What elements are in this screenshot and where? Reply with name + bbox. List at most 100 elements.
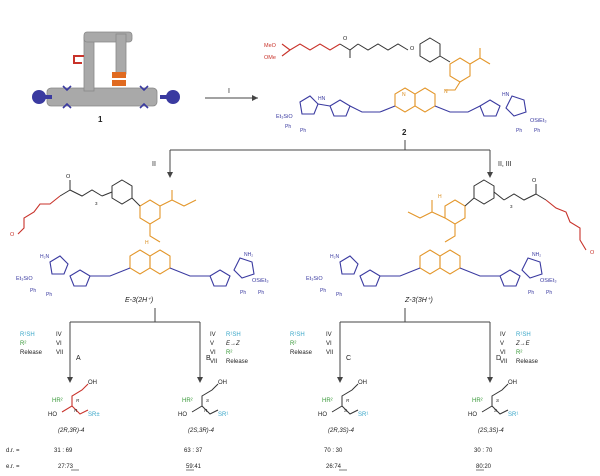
- er-product-1: 27:73: [58, 464, 74, 470]
- cond-D-2-text: Z→E: [515, 341, 531, 347]
- ome-label-2: OMe: [264, 55, 276, 61]
- product-2S3R: OH HO HR² SR¹ S R (2S,3R)-4: [178, 380, 228, 434]
- cond-C-3-text: Release: [290, 350, 313, 356]
- ether-o-2: O: [410, 46, 415, 52]
- hr2-product-3: HR²: [322, 398, 333, 404]
- sub-3-Z3: 3: [510, 204, 513, 209]
- osiet3-right-2: OSiEt₃: [530, 118, 547, 124]
- cond-A-3-text: Release: [20, 350, 43, 356]
- hr2-product-1: HR²: [52, 398, 63, 404]
- cond-C-1-num: IV: [326, 332, 332, 338]
- pathway-B-label: B: [206, 355, 211, 362]
- cond-C-2-text: R²: [290, 341, 296, 347]
- cond-B-1-text: R¹SH: [226, 332, 241, 338]
- product-2S3S: OH HO HR² SR¹ S S (2S,3S)-4: [468, 380, 518, 434]
- osiet3-E3: OSiEt₃: [252, 278, 269, 284]
- compound-2-structure: MeO OMe O O N N Et₃SiO OSiEt₃ Ph Ph Ph P…: [264, 36, 547, 134]
- pathway-C-label: C: [346, 355, 351, 362]
- cond-B-4-text: Release: [226, 359, 249, 365]
- cond-B-2-num: V: [210, 341, 214, 347]
- label-product-4: (2S,3S)-4: [478, 428, 504, 434]
- molecular-machine-cartoon: [32, 31, 180, 109]
- hn-right-2: HN: [502, 92, 510, 98]
- ho-product-2: HO: [178, 412, 187, 418]
- label-product-2: (2S,3R)-4: [188, 428, 215, 434]
- step-II-III-label: II, III: [498, 161, 512, 168]
- ho-product-4: HO: [468, 412, 477, 418]
- sr1-product-2: SR¹: [218, 412, 228, 418]
- product-2R3R: OH HO HR² SR± R R (2R,3R)-4: [48, 380, 100, 434]
- ho-product-1: HO: [48, 412, 57, 418]
- cond-B-3-text: R²: [226, 350, 232, 356]
- oh-product-1: OH: [88, 380, 97, 386]
- aldehyde-o-Z3: O: [590, 250, 595, 256]
- stereo-b-product-1: R: [74, 408, 78, 413]
- ph-b-Z3: Ph: [336, 292, 342, 298]
- cond-B-1-num: IV: [210, 332, 216, 338]
- step-I-label: I: [228, 88, 230, 95]
- conditions-D: IV R¹SH V Z→E VI R² VII Release: [500, 332, 539, 365]
- nh2-E3: NH₂: [244, 252, 253, 258]
- cond-A-2-text: R²: [20, 341, 26, 347]
- ph-right-a-2: Ph: [516, 128, 522, 134]
- h2n-Z3: H₂N: [330, 254, 340, 260]
- stereo-b-product-3: S: [344, 408, 347, 413]
- cond-B-2-text: E→Z: [226, 341, 240, 347]
- compound-Z3-label: Z-3(3H⁺): [404, 297, 433, 304]
- cond-D-3-num: VI: [500, 350, 506, 356]
- er-product-2: 59:41: [186, 464, 202, 470]
- ester-o-2: O: [343, 36, 348, 42]
- dr-product-4: 30 : 70: [474, 448, 493, 454]
- hr2-product-2: HR²: [182, 398, 193, 404]
- nh2-Z3: NH₂: [532, 252, 541, 258]
- compound-Z3-structure: O O 3 H H₂N NH₂ Et₃SiO OSiEt₃ Ph Ph Ph P…: [306, 178, 595, 298]
- sr1-product-3: SR¹: [358, 412, 368, 418]
- compound-2-label: 2: [402, 128, 407, 137]
- cond-D-1-num: IV: [500, 332, 506, 338]
- machine-number: 1: [98, 115, 103, 124]
- ph-c-Z3: Ph: [528, 290, 534, 296]
- cond-B-3-num: VI: [210, 350, 216, 356]
- label-product-1: (2R,3R)-4: [58, 428, 85, 434]
- core-n-2: N: [402, 92, 406, 98]
- cond-D-4-num: VII: [500, 359, 508, 365]
- cond-A-1-text: R¹SH: [20, 332, 35, 338]
- cond-D-2-num: V: [500, 341, 504, 347]
- ph-d-Z3: Ph: [546, 290, 552, 296]
- et3sio-E3: Et₃SiO: [16, 276, 33, 282]
- hr2-product-4: HR²: [472, 398, 483, 404]
- pathway-D-label: D: [496, 355, 501, 362]
- ph-c-E3: Ph: [240, 290, 246, 296]
- h-label-E3: H: [145, 240, 149, 246]
- oh-product-2: OH: [218, 380, 227, 386]
- stereo-a-product-4: S: [496, 398, 499, 403]
- stereo-b-product-4: S: [494, 408, 497, 413]
- ph-left-b-2: Ph: [300, 128, 306, 134]
- sr1-product-1: SR±: [88, 412, 100, 418]
- hn-left-2: HN: [318, 96, 326, 102]
- conditions-B: IV R¹SH V E→Z VI R² VII Release: [210, 332, 249, 365]
- ph-a-E3: Ph: [30, 288, 36, 294]
- er-product-4: 80:20: [476, 464, 492, 470]
- sr1-product-4: SR¹: [508, 412, 518, 418]
- compound-E3-structure: O O 3 H H₂N NH₂ Et₃SiO OSiEt₃ Ph Ph Ph P…: [10, 174, 269, 298]
- aldehyde-o-E3: O: [10, 232, 15, 238]
- ph-right-b-2: Ph: [534, 128, 540, 134]
- cond-D-3-text: R²: [516, 350, 522, 356]
- stereo-a-product-1: R: [76, 398, 80, 403]
- et3sio-left-2: Et₃SiO: [276, 114, 293, 120]
- ph-left-a-2: Ph: [285, 124, 291, 130]
- dr-product-1: 31 : 69: [54, 448, 73, 454]
- ester-o-Z3: O: [532, 178, 537, 184]
- stereo-a-product-3: R: [346, 398, 350, 403]
- sub-3-E3: 3: [95, 201, 98, 206]
- stereo-a-product-2: S: [206, 398, 209, 403]
- ph-d-E3: Ph: [258, 290, 264, 296]
- cond-C-3-num: VII: [326, 350, 334, 356]
- conditions-A: R¹SH IV R² VI Release VII: [20, 332, 64, 356]
- cond-A-2-num: VI: [56, 341, 62, 347]
- cond-A-3-num: VII: [56, 350, 64, 356]
- cond-D-1-text: R¹SH: [516, 332, 531, 338]
- cond-C-2-num: VI: [326, 341, 332, 347]
